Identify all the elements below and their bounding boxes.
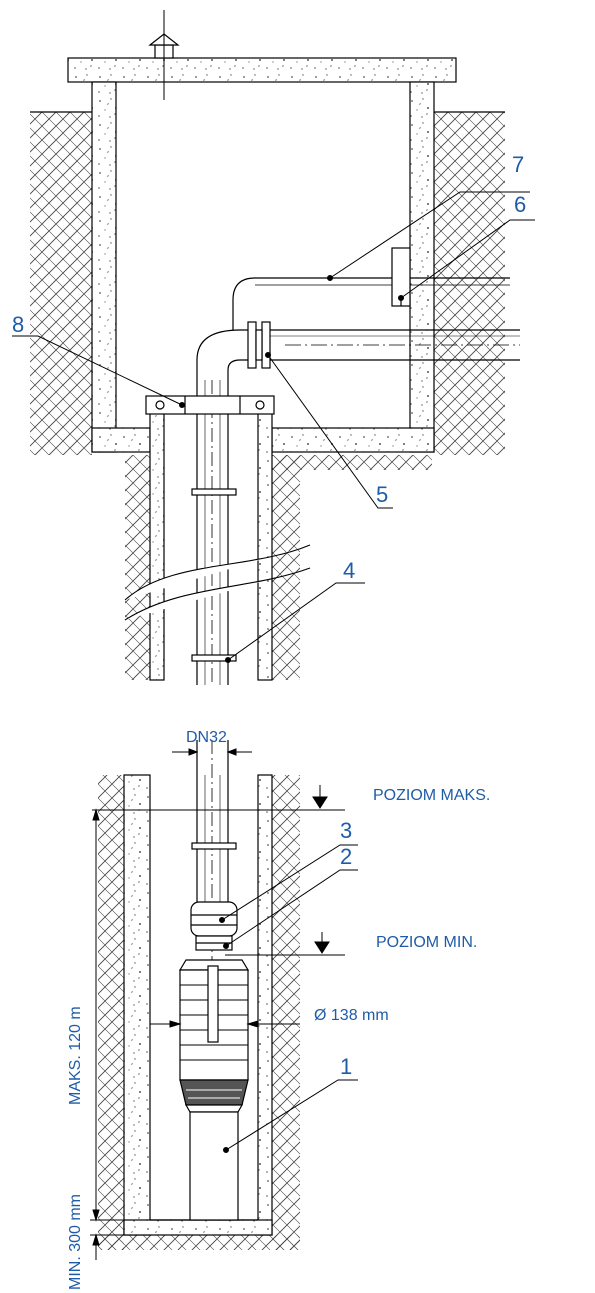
soil-left-top [30,112,92,455]
pipe-clamp-well [191,842,237,850]
label-6: 6 [514,192,526,217]
label-3: 3 [340,818,352,843]
pump-motor [189,1111,239,1221]
well-head-plate [145,395,275,415]
max-depth-label: MAKS. 120 m [67,1006,84,1105]
min-clearance-label: MIN. 300 mm [67,1194,84,1290]
left-wall [91,81,117,453]
floor-right [271,427,435,453]
dn-label: DN32 [186,729,227,746]
soil-right-top [432,112,505,455]
well-bottom [123,1219,273,1236]
rising-elbow [196,329,248,380]
check-valve [190,901,238,937]
floor-left [91,427,151,453]
right-wall [409,81,435,453]
pump-strainer [179,1079,249,1106]
casing-left [123,774,151,1236]
pipe-clamp-upper [191,488,237,496]
flange-b [261,321,271,369]
casing-left-upper [149,409,165,681]
pipe-clamp-lower [191,654,237,662]
label-1: 1 [340,1054,352,1079]
casing-right-upper [257,409,273,681]
vent [148,10,180,100]
power-cable [232,277,510,330]
min-level-label: POZIOM MIN. [376,934,477,951]
label-7: 7 [512,152,524,177]
flange-a [247,321,257,369]
diameter-label: Ø 138 mm [314,1007,389,1024]
break-line [124,544,311,621]
pump-cable-guard [207,965,219,1043]
roof-slab [67,57,457,83]
soil-bottom [92,455,150,680]
leaders-upper [12,191,535,663]
well-chamber [30,10,520,685]
label-8: 8 [12,312,24,337]
leaders-lower [219,844,358,1153]
max-level-label: POZIOM MAKS. [373,787,490,804]
casing-right [257,774,273,1236]
label-5: 5 [376,482,388,507]
well-lower [98,740,300,1250]
label-4: 4 [343,558,355,583]
label-2: 2 [340,844,352,869]
dimensions [90,742,345,1260]
